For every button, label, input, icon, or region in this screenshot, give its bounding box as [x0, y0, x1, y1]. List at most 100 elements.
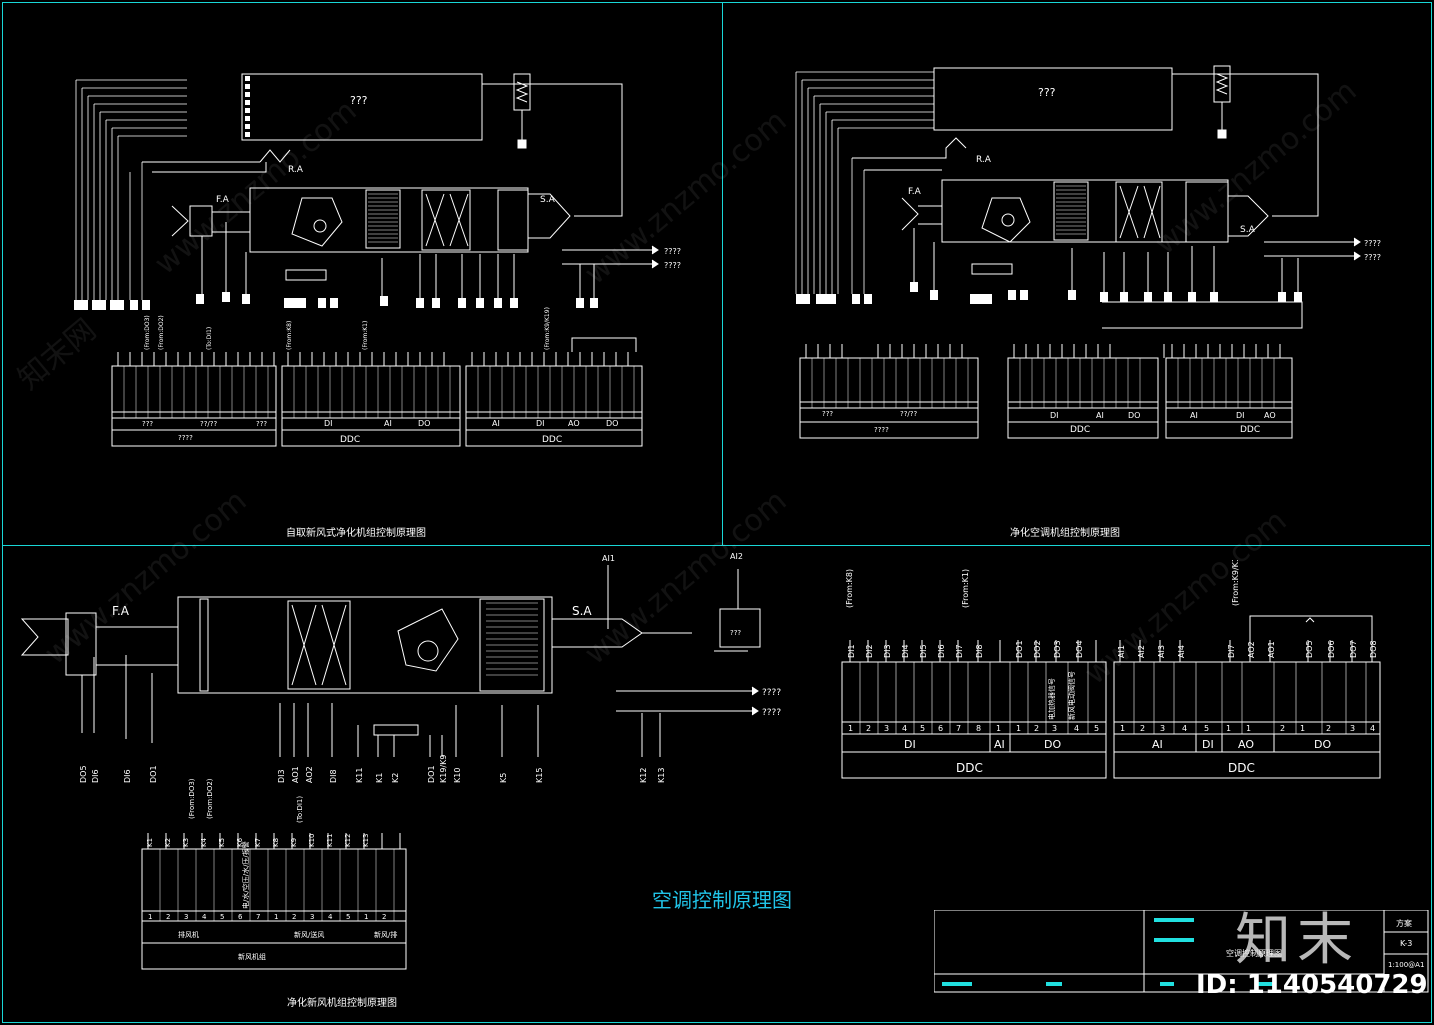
device-tag-label: DI6 — [91, 769, 100, 783]
svg-text:新风机组: 新风机组 — [238, 952, 266, 961]
svg-text:??/??: ??/?? — [900, 410, 918, 418]
ahu-body — [941, 179, 1229, 243]
device-tag-label: K10 — [453, 768, 462, 783]
svg-text:(From:K8): (From:K8) — [286, 321, 293, 350]
svg-text:(From:K9/K19): (From:K9/K19) — [1231, 560, 1240, 606]
svg-text:DI: DI — [536, 419, 545, 428]
svg-text:????: ???? — [1364, 253, 1381, 262]
svg-text:????: ???? — [762, 708, 781, 718]
panel-title-top-left: 自取新风式净化机组控制原理图 — [286, 528, 426, 539]
terminal-number: 8 — [976, 724, 981, 733]
terminal-k-label: K5 — [218, 838, 226, 847]
terminal-number: 1 — [1226, 724, 1231, 733]
terminal-number: 1 — [148, 913, 152, 921]
ddc-channel-tag: DO7 — [1349, 640, 1358, 658]
svg-text:AI2: AI2 — [730, 552, 743, 561]
terminal-number: 6 — [938, 724, 943, 733]
device-tag-label: K19/K9 — [439, 755, 448, 783]
ddc-channel-tag: DO5 — [1305, 640, 1314, 658]
terminal-k-label: K11 — [326, 834, 334, 848]
svg-text:R.A: R.A — [976, 155, 992, 165]
svg-text:AI: AI — [994, 738, 1005, 751]
title-block: 空调控制原理图 方案 K-3 1:100@A1 — [934, 910, 1429, 993]
svg-text:AO: AO — [1264, 411, 1276, 420]
svg-text:AO: AO — [568, 419, 580, 428]
terminal-number: 2 — [166, 913, 170, 921]
svg-text:????: ???? — [664, 261, 681, 270]
svg-text:AI: AI — [1152, 738, 1163, 751]
svg-text:(To:DI1): (To:DI1) — [296, 796, 304, 823]
ddc-channel-tag: DO2 — [1033, 640, 1042, 658]
ddc-channel-tag: AI4 — [1177, 645, 1186, 658]
svg-text:AI: AI — [492, 419, 500, 428]
device-tag-label: K15 — [535, 768, 544, 783]
svg-text:AO: AO — [1238, 738, 1254, 751]
terminal-number: 2 — [1140, 724, 1145, 733]
terminal-number: 3 — [184, 913, 188, 921]
ddc-channel-tag: DO3 — [1053, 640, 1062, 658]
svg-text:(From:DO2): (From:DO2) — [158, 315, 165, 350]
svg-text:(To:DI1): (To:DI1) — [206, 327, 213, 350]
svg-text:???: ??? — [1038, 86, 1056, 99]
svg-text:(From:K9/K19): (From:K9/K19) — [544, 307, 551, 350]
terminal-number: 5 — [220, 913, 224, 921]
terminal-number: 1 — [848, 724, 853, 733]
terminal-k-label: K6 — [236, 837, 244, 847]
svg-text:R.A: R.A — [288, 165, 304, 175]
svg-text:DO: DO — [1044, 738, 1061, 751]
svg-text:新风电动阀信号: 新风电动阀信号 — [1067, 671, 1076, 720]
device-tag-label: AO1 — [291, 766, 300, 783]
terminal-number: 2 — [866, 724, 871, 733]
svg-text:AI: AI — [1190, 411, 1198, 420]
svg-text:DI: DI — [324, 419, 333, 428]
diagram-top-right: ??? S.A R.A F.A ???? ???? — [795, 65, 1381, 439]
terminal-k-label: K2 — [164, 838, 172, 847]
svg-text:DDC: DDC — [1070, 425, 1090, 435]
ddc-channel-tag: DO1 — [1015, 640, 1024, 658]
svg-text:新风/送风: 新风/送风 — [294, 930, 324, 939]
svg-text:DI: DI — [1202, 738, 1214, 751]
svg-text:(From:K8): (From:K8) — [845, 569, 854, 608]
device-tag-label: K1 — [375, 773, 384, 783]
svg-text:1:100@A1: 1:100@A1 — [1388, 961, 1424, 969]
svg-text:DO: DO — [1314, 738, 1331, 751]
terminal-table-left — [111, 337, 643, 447]
terminal-number: 2 — [292, 913, 296, 921]
brand-logo: 知末 — [1235, 908, 1359, 973]
panel-title-top-right: 净化空调机组控制原理图 — [1010, 528, 1120, 539]
svg-text:???: ??? — [822, 410, 833, 418]
svg-text:DO: DO — [1128, 411, 1140, 420]
device-tag-label: DI8 — [329, 769, 338, 783]
ddc-channel-tag: DI1 — [847, 644, 856, 658]
terminal-number: 4 — [902, 724, 907, 733]
main-title: 空调控制原理图 — [652, 888, 792, 912]
svg-text:DO: DO — [606, 419, 618, 428]
svg-text:空调控制原理图: 空调控制原理图 — [1226, 948, 1282, 958]
ddc-channel-tag: DI3 — [883, 644, 892, 658]
terminal-number: 3 — [1160, 724, 1165, 733]
ddc-channel-tag: DI4 — [901, 644, 910, 658]
panel-divider-vertical — [722, 2, 723, 545]
svg-text:DDC: DDC — [956, 761, 983, 775]
svg-text:DDC: DDC — [1228, 761, 1255, 775]
svg-text:F.A: F.A — [216, 195, 230, 205]
svg-text:电加热器信号: 电加热器信号 — [1047, 678, 1056, 720]
terminal-number: 5 — [1094, 724, 1099, 733]
terminal-number: 7 — [256, 913, 260, 921]
device-tag-label: K2 — [391, 773, 400, 783]
svg-text:??/??: ??/?? — [200, 420, 218, 428]
svg-text:电/水/空压/水/压/报警: 电/水/空压/水/压/报警 — [241, 841, 250, 909]
image-id-label: ID: 1140540729 — [1196, 970, 1428, 1000]
ddc-channel-tag: DI5 — [919, 644, 928, 658]
terminal-number: 3 — [310, 913, 314, 921]
svg-text:(From:K1): (From:K1) — [362, 321, 369, 350]
terminal-k-label: K9 — [290, 838, 298, 847]
ddc-channel-tag: DO4 — [1075, 640, 1084, 658]
device-tag-label: K5 — [499, 773, 508, 783]
terminal-k-label: K8 — [272, 838, 280, 847]
svg-text:新风/排: 新风/排 — [374, 930, 397, 939]
terminal-number: 4 — [328, 913, 333, 921]
ahu-body — [177, 596, 553, 694]
terminal-number: 2 — [382, 913, 386, 921]
